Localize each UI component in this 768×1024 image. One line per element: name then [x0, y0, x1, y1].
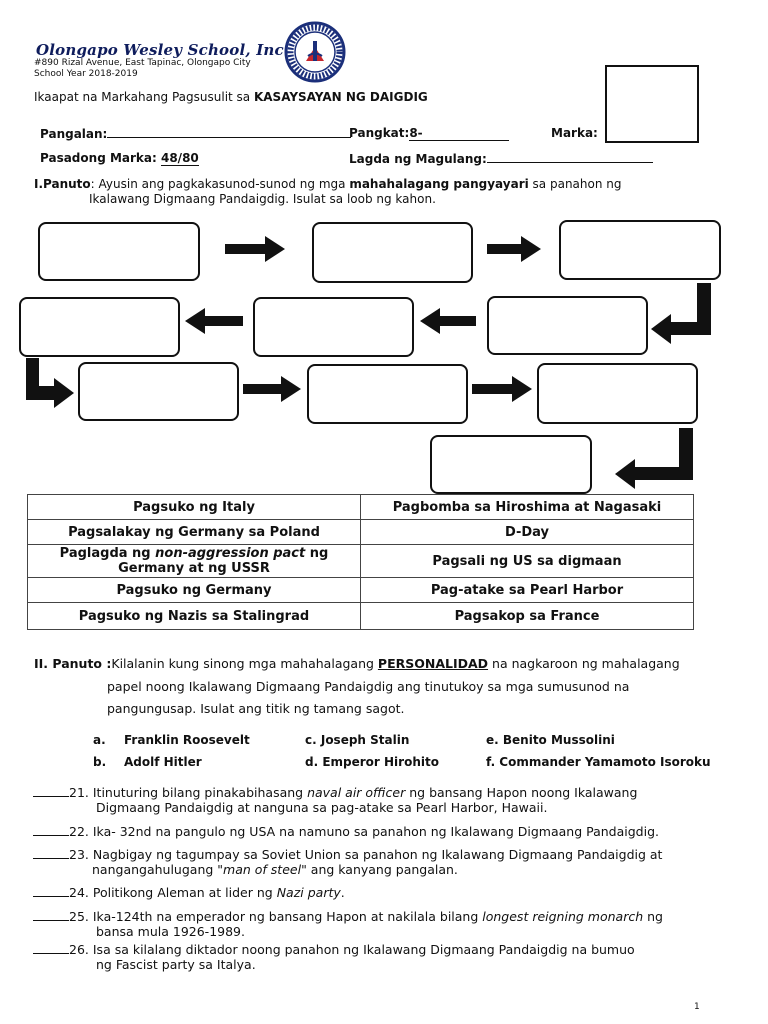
table-cell: D-Day — [360, 519, 694, 545]
question-26: 26. Isa sa kilalang diktador noong panah… — [33, 942, 635, 958]
school-year: School Year 2018-2019 — [34, 69, 138, 79]
answer-box-5[interactable] — [253, 297, 414, 357]
choices-table: Pagsuko ng Italy Pagbomba sa Hiroshima a… — [27, 494, 694, 630]
part1-instructions-line2: Ikalawang Digmaang Pandaigdig. Isulat sa… — [89, 192, 436, 206]
question-23-line2: nangangahulugang "man of steel" ang kany… — [92, 862, 458, 877]
question-26-line2: ng Fascist party sa Italya. — [96, 957, 256, 972]
answer-box-10[interactable] — [430, 435, 592, 494]
arrow-right-icon — [225, 236, 285, 262]
answer-box-6[interactable] — [19, 297, 180, 357]
question-22: 22. Ika- 32nd na pangulo ng USA na namun… — [33, 824, 659, 840]
option-f: f. Commander Yamamoto Isoroku — [486, 755, 711, 769]
table-cell: Pagsakop sa France — [360, 602, 694, 630]
answer-box-4[interactable] — [487, 296, 648, 355]
school-seal-icon — [284, 21, 346, 83]
option-a-letter: a. — [93, 733, 106, 747]
table-cell: Pagsuko ng Germany — [27, 577, 361, 603]
exam-title: Ikaapat na Markahang Pagsusulit sa KASAY… — [34, 90, 428, 104]
part2-instructions: II. Panuto :Kilalanin kung sinong mga ma… — [34, 656, 680, 671]
answer-blank[interactable] — [33, 942, 69, 954]
school-name: Olongapo Wesley School, Inc. — [36, 41, 290, 59]
page-number: 1 — [694, 1002, 700, 1012]
table-cell: Pagsalakay ng Germany sa Poland — [27, 519, 361, 545]
part1-instructions: I.Panuto: Ayusin ang pagkakasunod-sunod … — [34, 177, 622, 191]
option-a: Franklin Roosevelt — [124, 733, 250, 747]
flow-arrows — [26, 236, 711, 489]
answer-blank[interactable] — [33, 785, 69, 797]
table-row: Pagsuko ng Germany Pag-atake sa Pearl Ha… — [27, 577, 694, 603]
table-row: Pagsuko ng Italy Pagbomba sa Hiroshima a… — [27, 494, 694, 520]
arrow-corner-left-icon — [615, 428, 693, 489]
parent-signature-field: Lagda ng Magulang: — [349, 151, 653, 166]
table-row: Pagsalakay ng Germany sa Poland D-Day — [27, 519, 694, 545]
answer-box-7[interactable] — [78, 362, 239, 421]
answer-box-8[interactable] — [307, 364, 468, 424]
option-e: e. Benito Mussolini — [486, 733, 615, 747]
part2-instructions-line3: pangungusap. Isulat ang titik ng tamang … — [107, 701, 405, 716]
question-25-line2: bansa mula 1926-1989. — [96, 924, 245, 939]
table-cell: Pagbomba sa Hiroshima at Nagasaki — [360, 494, 694, 520]
table-cell: Pag-atake sa Pearl Harbor — [360, 577, 694, 603]
grade-box — [605, 65, 699, 143]
answer-box-9[interactable] — [537, 363, 698, 424]
table-cell: Pagsali ng US sa digmaan — [360, 544, 694, 578]
arrow-left-icon — [185, 308, 243, 334]
table-row: Pagsuko ng Nazis sa Stalingrad Pagsakop … — [27, 602, 694, 630]
table-cell: Pagsuko ng Nazis sa Stalingrad — [27, 602, 361, 630]
option-b: Adolf Hitler — [124, 755, 202, 769]
part2-instructions-line2: papel noong Ikalawang Digmaang Pandaigdi… — [107, 679, 630, 694]
option-b-letter: b. — [93, 755, 107, 769]
grade-label: Marka: — [551, 126, 598, 140]
arrow-left-icon — [420, 308, 476, 334]
school-address: #890 Rizal Avenue, East Tapinac, Olongap… — [34, 58, 251, 68]
table-cell: Pagsuko ng Italy — [27, 494, 361, 520]
answer-blank[interactable] — [33, 847, 69, 859]
question-21: 21. Itinuturing bilang pinakabihasang na… — [33, 785, 637, 801]
answer-blank[interactable] — [33, 909, 69, 921]
arrow-corner-right-icon — [26, 358, 74, 408]
answer-blank[interactable] — [33, 885, 69, 897]
answer-blank[interactable] — [33, 824, 69, 836]
section-field: Pangkat:8- — [349, 126, 510, 141]
option-d: d. Emperor Hirohito — [305, 755, 439, 769]
arrow-corner-left-icon — [651, 283, 711, 344]
answer-box-3[interactable] — [559, 220, 721, 280]
question-21-line2: Digmaang Pandaigdig at nanguna sa pag-at… — [96, 800, 548, 815]
question-25: 25. Ika-124th na emperador ng bansang Ha… — [33, 909, 663, 925]
passing-grade: Pasadong Marka: 48/80 — [40, 151, 199, 166]
exam-subject: KASAYSAYAN NG DAIGDIG — [253, 90, 428, 104]
arrow-right-icon — [472, 376, 532, 402]
name-field: Pangalan: — [40, 126, 352, 141]
arrow-right-icon — [243, 376, 301, 402]
arrow-right-icon — [487, 236, 541, 262]
answer-box-1[interactable] — [38, 222, 200, 281]
answer-box-2[interactable] — [312, 222, 473, 283]
question-23: 23. Nagbigay ng tagumpay sa Soviet Union… — [33, 847, 662, 863]
option-c: c. Joseph Stalin — [305, 733, 410, 747]
question-24: 24. Politikong Aleman at lider ng Nazi p… — [33, 885, 345, 901]
